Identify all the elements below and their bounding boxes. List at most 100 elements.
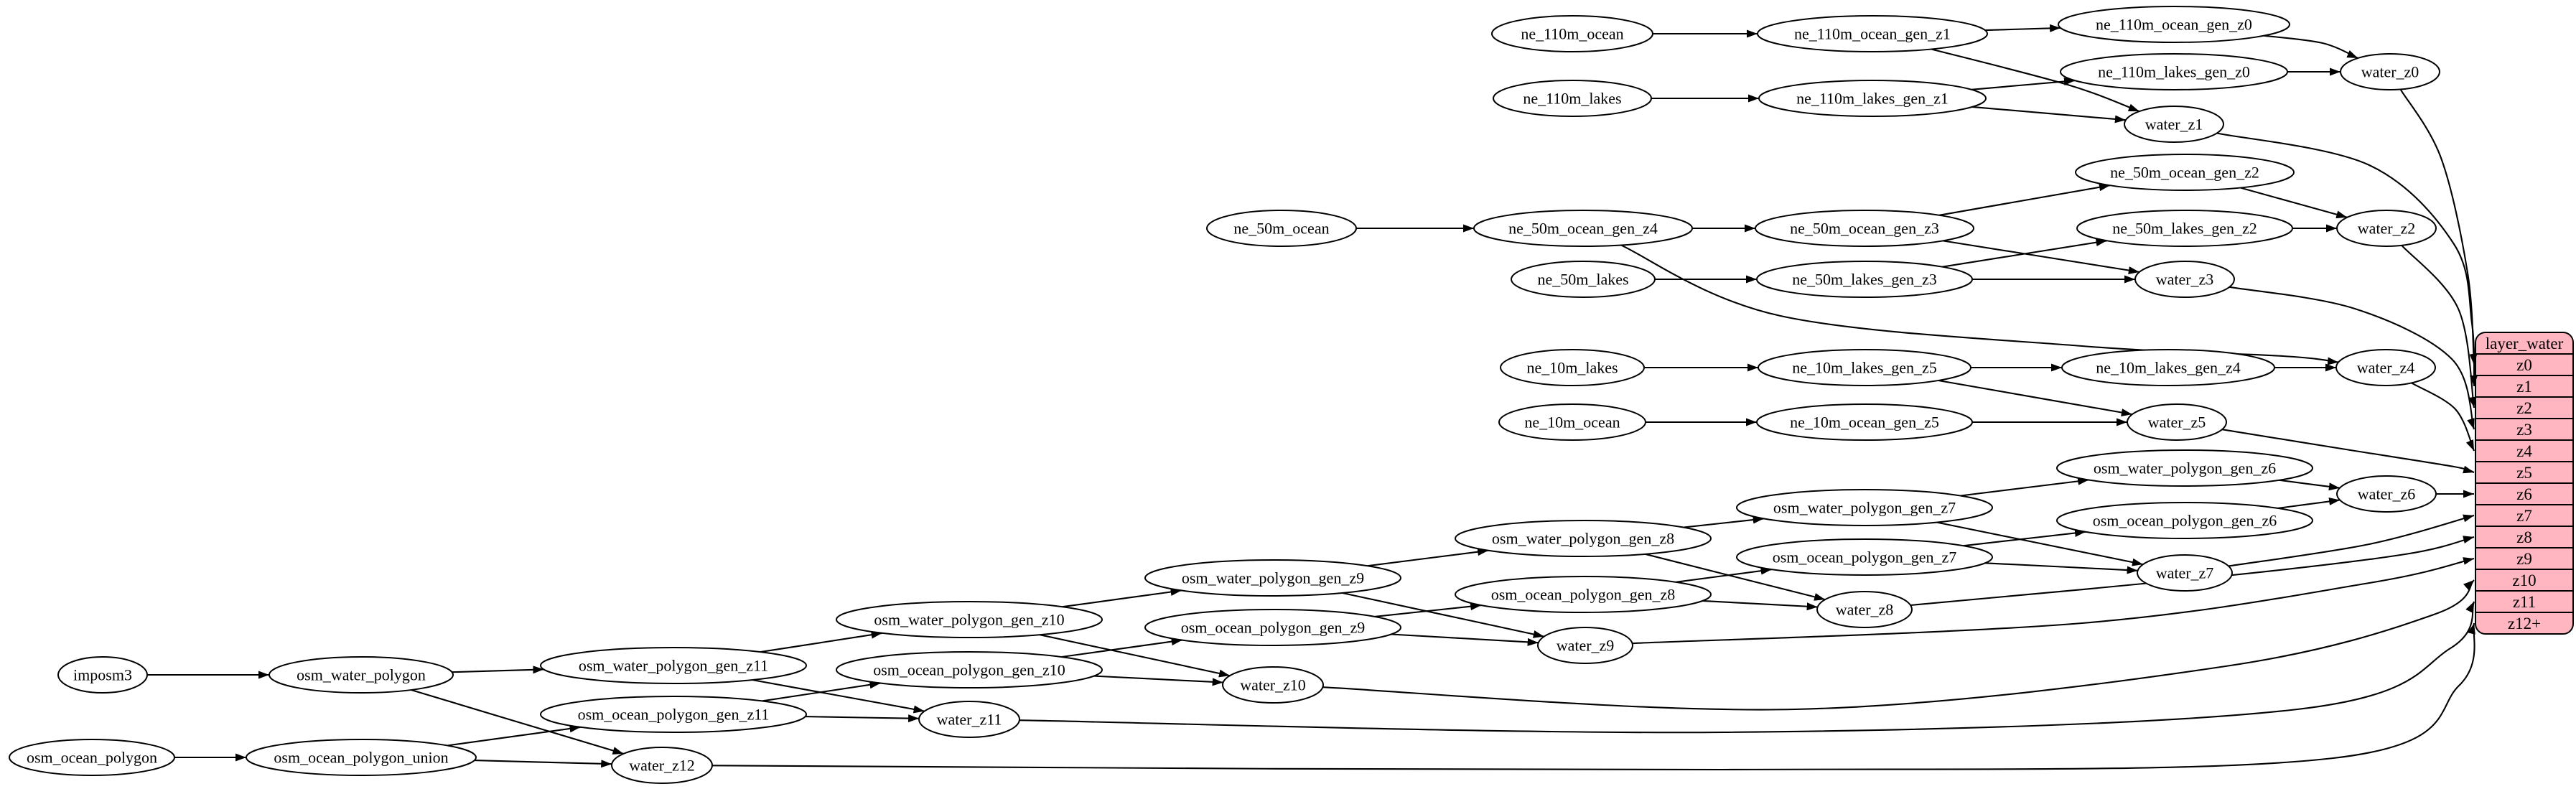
node-ne_50m_lakes_gen_z2: ne_50m_lakes_gen_z2 — [2076, 210, 2293, 247]
node-label-ne_50m_ocean_gen_z4: ne_50m_ocean_gen_z4 — [1508, 219, 1658, 237]
edge-osm_ocean_polygon_gen_z9-water_z9 — [1391, 633, 1539, 646]
edge-ne_110m_lakes_gen_z1-water_z1 — [1971, 106, 2126, 123]
node-water_z10: water_z10 — [1222, 666, 1324, 704]
node-label-ne_10m_ocean: ne_10m_ocean — [1524, 413, 1620, 431]
node-label-osm_water_polygon_gen_z8: osm_water_polygon_gen_z8 — [1492, 529, 1674, 547]
node-ne_50m_lakes_gen_z3: ne_50m_lakes_gen_z3 — [1756, 261, 1973, 298]
node-ne_110m_lakes_gen_z1: ne_110m_lakes_gen_z1 — [1758, 80, 1987, 117]
node-label-water_z3: water_z3 — [2156, 270, 2214, 288]
record-row-z10: z10 — [2512, 571, 2536, 589]
edge-osm_ocean_polygon_gen_z11-water_z11 — [805, 714, 920, 723]
node-label-osm_ocean_polygon_union: osm_ocean_polygon_union — [274, 748, 448, 766]
node-label-osm_water_polygon_gen_z11: osm_water_polygon_gen_z11 — [579, 656, 768, 674]
node-label-water_z5: water_z5 — [2148, 413, 2206, 431]
node-label-ne_110m_lakes_gen_z0: ne_110m_lakes_gen_z0 — [2098, 62, 2250, 80]
record-title: layer_water — [2486, 335, 2564, 353]
edge-osm_water_polygon-water_z12 — [411, 688, 624, 755]
node-shape-osm_water_polygon_gen_z10 — [836, 601, 1103, 638]
edge-water_z1-layer_water-z1 — [2216, 132, 2478, 387]
edge-water_z4-layer_water-z4 — [2411, 382, 2475, 452]
node-label-osm_ocean_polygon_gen_z6: osm_ocean_polygon_gen_z6 — [2093, 511, 2277, 529]
node-shape-ne_110m_lakes — [1493, 80, 1652, 117]
node-water_z9: water_z9 — [1537, 627, 1633, 664]
node-shape-water_z7 — [2137, 554, 2233, 592]
node-shape-ne_50m_ocean_gen_z3 — [1755, 210, 1974, 247]
record-row-z8: z8 — [2516, 528, 2532, 546]
edge-osm_ocean_polygon_gen_z9-osm_ocean_polygon_gen_z8 — [1374, 602, 1482, 617]
edge-osm_water_polygon_gen_z11-water_z11 — [752, 679, 925, 714]
node-label-water_z8: water_z8 — [1836, 600, 1894, 618]
node-ne_110m_ocean_gen_z1: ne_110m_ocean_gen_z1 — [1757, 15, 1988, 52]
node-shape-osm_ocean_polygon_gen_z9 — [1144, 609, 1401, 646]
node-ne_10m_lakes_gen_z5: ne_10m_lakes_gen_z5 — [1758, 349, 1971, 386]
node-osm_ocean_polygon_gen_z7: osm_ocean_polygon_gen_z7 — [1736, 538, 1993, 576]
edge-water_z12-layer_water-z12plus — [711, 622, 2475, 771]
node-osm_water_polygon_gen_z10: osm_water_polygon_gen_z10 — [836, 601, 1103, 638]
node-label-osm_ocean_polygon: osm_ocean_polygon — [27, 748, 157, 766]
record-layer: layer_waterz0z1z2z3z4z5z6z7z8z9z10z11z12… — [2475, 332, 2574, 635]
node-label-osm_ocean_polygon_gen_z10: osm_ocean_polygon_gen_z10 — [873, 660, 1065, 678]
edge-osm_ocean_polygon_gen_z8-water_z8 — [1702, 599, 1818, 611]
node-shape-osm_ocean_polygon_gen_z11 — [540, 696, 807, 733]
node-shape-water_z4 — [2335, 349, 2436, 386]
node-water_z8: water_z8 — [1816, 591, 1913, 628]
edge-osm_water_polygon_gen_z10-water_z10 — [1040, 634, 1231, 678]
node-label-water_z10: water_z10 — [1240, 676, 1306, 694]
edge-osm_ocean_polygon_gen_z7-osm_ocean_polygon_gen_z6 — [1963, 529, 2086, 547]
node-label-osm_ocean_polygon_gen_z8: osm_ocean_polygon_gen_z8 — [1491, 585, 1676, 603]
node-label-osm_water_polygon_gen_z7: osm_water_polygon_gen_z7 — [1773, 498, 1956, 516]
node-label-ne_10m_ocean_gen_z5: ne_10m_ocean_gen_z5 — [1790, 413, 1939, 431]
node-shape-ne_50m_lakes_gen_z2 — [2076, 210, 2293, 247]
node-imposm3: imposm3 — [57, 656, 148, 694]
node-ne_50m_ocean: ne_50m_ocean — [1206, 210, 1357, 247]
node-label-ne_110m_ocean_gen_z0: ne_110m_ocean_gen_z0 — [2096, 15, 2252, 33]
edge-water_z10-layer_water-z10 — [1322, 579, 2475, 711]
edge-water_z9-layer_water-z9 — [1632, 557, 2475, 645]
node-label-ne_110m_lakes_gen_z1: ne_110m_lakes_gen_z1 — [1796, 89, 1949, 107]
node-ne_110m_lakes_gen_z0: ne_110m_lakes_gen_z0 — [2060, 53, 2288, 90]
node-ne_10m_ocean: ne_10m_ocean — [1498, 403, 1646, 441]
node-label-osm_ocean_polygon_gen_z7: osm_ocean_polygon_gen_z7 — [1773, 548, 1957, 566]
node-label-water_z4: water_z4 — [2357, 358, 2415, 376]
edge-osm_ocean_polygon_union-osm_ocean_polygon_gen_z11 — [447, 724, 581, 747]
node-water_z7: water_z7 — [2137, 554, 2233, 592]
edge-osm_ocean_polygon_gen_z6-water_z6 — [2277, 498, 2341, 509]
node-ne_50m_ocean_gen_z4: ne_50m_ocean_gen_z4 — [1473, 210, 1693, 247]
node-osm_water_polygon_gen_z9: osm_water_polygon_gen_z9 — [1144, 559, 1401, 597]
record-row-z12plus: z12+ — [2508, 615, 2541, 632]
node-label-ne_50m_lakes_gen_z2: ne_50m_lakes_gen_z2 — [2112, 219, 2257, 237]
edge-ne_110m_ocean_gen_z1-ne_110m_ocean_gen_z0 — [1984, 24, 2061, 32]
edge-ne_50m_lakes_gen_z3-ne_50m_lakes_gen_z2 — [1942, 238, 2107, 268]
node-shape-osm_water_polygon_gen_z9 — [1144, 559, 1401, 597]
node-water_z12: water_z12 — [611, 747, 713, 784]
node-label-water_z6: water_z6 — [2358, 485, 2416, 503]
edge-water_z11-layer_water-z11 — [1019, 601, 2475, 734]
node-shape-osm_water_polygon_gen_z11 — [540, 647, 807, 684]
node-shape-osm_ocean_polygon_union — [246, 739, 477, 776]
node-water_z1: water_z1 — [2124, 106, 2224, 143]
node-ne_50m_ocean_gen_z3: ne_50m_ocean_gen_z3 — [1755, 210, 1974, 247]
node-shape-water_z0 — [2340, 53, 2440, 90]
edge-osm_water_polygon_gen_z7-water_z7 — [1936, 521, 2144, 566]
node-shape-osm_ocean_polygon_gen_z7 — [1736, 538, 1993, 576]
node-label-ne_110m_ocean_gen_z1: ne_110m_ocean_gen_z1 — [1794, 24, 1951, 42]
edge-osm_water_polygon_gen_z8-osm_water_polygon_gen_z7 — [1684, 515, 1764, 528]
edge-osm_water_polygon_gen_z8-water_z8 — [1645, 553, 1826, 601]
node-label-water_z0: water_z0 — [2361, 62, 2419, 80]
node-label-ne_110m_lakes: ne_110m_lakes — [1523, 89, 1621, 107]
edge-ne_50m_ocean_gen_z3-water_z3 — [1943, 240, 2139, 274]
node-osm_water_polygon_gen_z8: osm_water_polygon_gen_z8 — [1455, 520, 1712, 557]
node-ne_10m_lakes: ne_10m_lakes — [1500, 349, 1645, 386]
node-water_z5: water_z5 — [2127, 403, 2227, 441]
edge-osm_water_polygon_gen_z6-water_z6 — [2279, 479, 2341, 491]
node-shape-water_z8 — [1816, 591, 1913, 628]
node-shape-ne_110m_lakes_gen_z1 — [1758, 80, 1987, 117]
node-label-ne_50m_ocean_gen_z2: ne_50m_ocean_gen_z2 — [2110, 163, 2259, 181]
edge-ne_50m_ocean_gen_z2-water_z2 — [2240, 187, 2348, 219]
node-shape-osm_ocean_polygon_gen_z8 — [1455, 576, 1712, 613]
node-shape-imposm3 — [57, 656, 148, 694]
edge-layer — [147, 24, 2478, 771]
node-shape-water_z12 — [611, 747, 713, 784]
